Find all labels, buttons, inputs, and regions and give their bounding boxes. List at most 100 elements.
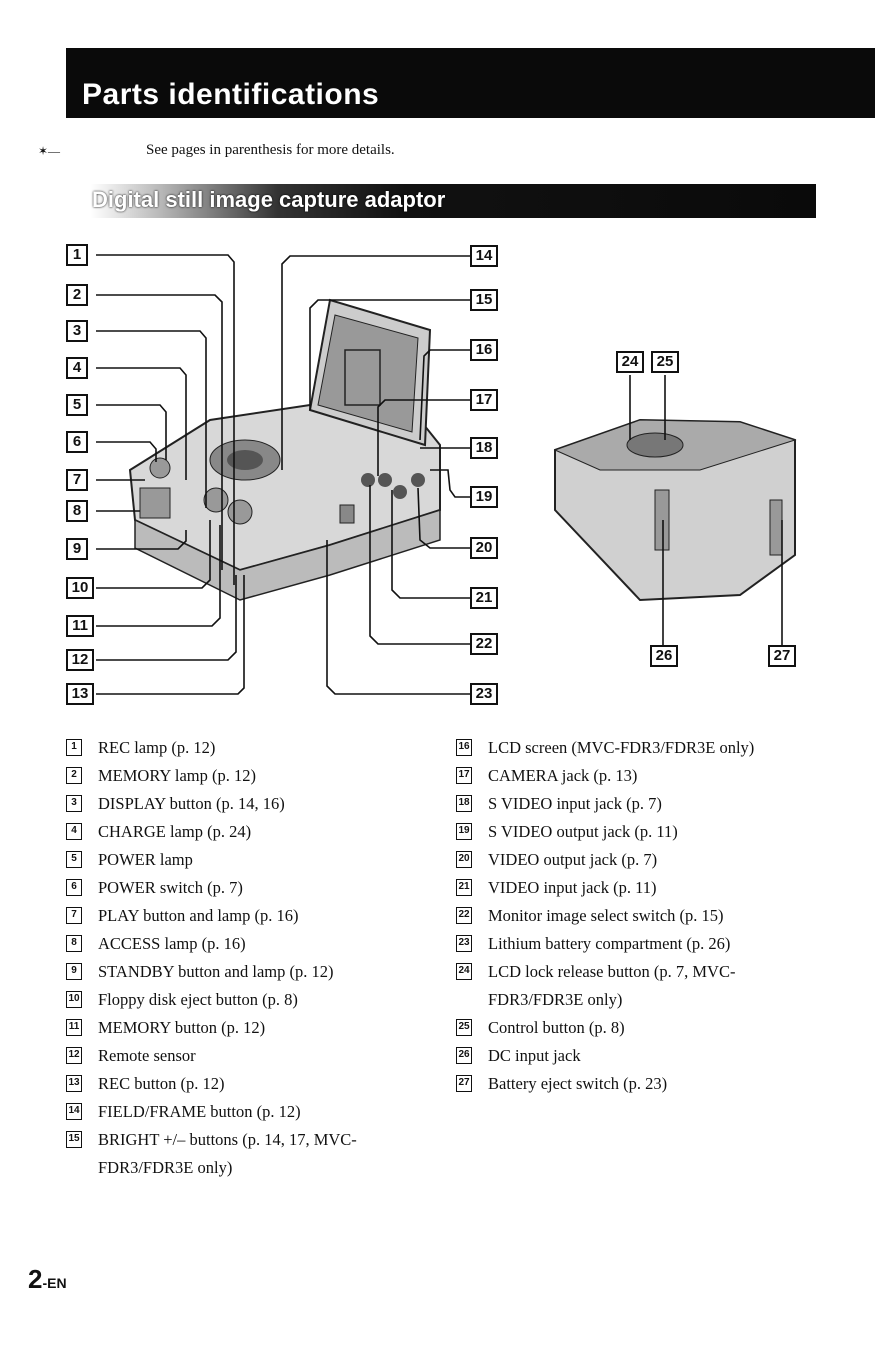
header-bar: Parts identifications	[66, 48, 875, 118]
item-text: STANDBY button and lamp (p. 12)	[98, 962, 334, 981]
item-text: POWER switch (p. 7)	[98, 878, 243, 897]
item-number: 9	[66, 963, 82, 980]
item-text: DC input jack	[488, 1046, 581, 1065]
list-item: 18 S VIDEO input jack (p. 7)	[456, 790, 816, 818]
callout-27: 27	[768, 645, 796, 667]
item-number: 25	[456, 1019, 472, 1036]
item-number: 20	[456, 851, 472, 868]
callout-20: 20	[470, 537, 498, 559]
item-number: 6	[66, 879, 82, 896]
list-item: 20 VIDEO output jack (p. 7)	[456, 846, 816, 874]
item-number: 23	[456, 935, 472, 952]
item-number: 21	[456, 879, 472, 896]
item-number: 18	[456, 795, 472, 812]
list-item: 22 Monitor image select switch (p. 15)	[456, 902, 816, 930]
list-item: 12 Remote sensor	[66, 1042, 426, 1070]
item-text: LCD lock release button (p. 7, MVC-FDR3/…	[488, 962, 736, 1009]
item-number: 14	[66, 1103, 82, 1120]
intro-text: See pages in parenthesis for more detail…	[146, 142, 395, 158]
page-number-value: 2	[28, 1264, 43, 1294]
callout-2: 2	[66, 284, 88, 306]
adaptor-front-illustration	[128, 298, 441, 601]
section-bar: Digital still image capture adaptor	[68, 184, 816, 218]
list-item: 15 BRIGHT +/– buttons (p. 14, 17, MVC-FDR…	[66, 1126, 428, 1182]
callout-4: 4	[66, 357, 88, 379]
item-text: CAMERA jack (p. 13)	[488, 766, 638, 785]
callout-17: 17	[470, 389, 498, 411]
callout-16: 16	[470, 339, 498, 361]
callout-24: 24	[616, 351, 644, 373]
callout-18: 18	[470, 437, 498, 459]
item-number: 2	[66, 767, 82, 784]
list-item: 19 S VIDEO output jack (p. 11)	[456, 818, 816, 846]
item-text: S VIDEO input jack (p. 7)	[488, 794, 662, 813]
list-item: 14 FIELD/FRAME button (p. 12)	[66, 1098, 426, 1126]
callout-26: 26	[650, 645, 678, 667]
item-number: 5	[66, 851, 82, 868]
section-title: Digital still image capture adaptor	[92, 187, 446, 212]
callout-1: 1	[66, 244, 88, 266]
item-number: 22	[456, 907, 472, 924]
item-number: 19	[456, 823, 472, 840]
callout-8: 8	[66, 500, 88, 522]
item-text: REC lamp (p. 12)	[98, 738, 216, 757]
adaptor-rear-illustration	[553, 418, 797, 602]
callout-23: 23	[470, 683, 498, 705]
item-text: PLAY button and lamp (p. 16)	[98, 906, 299, 925]
callout-7: 7	[66, 469, 88, 491]
item-text: LCD screen (MVC-FDR3/FDR3E only)	[488, 738, 755, 757]
item-number: 15	[66, 1131, 82, 1148]
item-number: 10	[66, 991, 82, 1008]
item-text: MEMORY button (p. 12)	[98, 1018, 266, 1037]
item-number: 16	[456, 739, 472, 756]
list-item: 26 DC input jack	[456, 1042, 816, 1070]
item-number: 24	[456, 963, 472, 980]
item-text: Remote sensor	[98, 1046, 196, 1065]
list-item: 1 REC lamp (p. 12)	[66, 734, 426, 762]
item-text: Floppy disk eject button (p. 8)	[98, 990, 298, 1009]
item-text: MEMORY lamp (p. 12)	[98, 766, 256, 785]
item-text: BRIGHT +/– buttons (p. 14, 17, MVC-FDR3/…	[98, 1130, 357, 1177]
list-item: 8 ACCESS lamp (p. 16)	[66, 930, 426, 958]
parts-list-left: 1 REC lamp (p. 12) 2 MEMORY lamp (p. 12) 3…	[66, 734, 426, 1182]
item-number: 12	[66, 1047, 82, 1064]
page-title: Parts identifications	[82, 78, 380, 111]
callout-5: 5	[66, 394, 88, 416]
item-text: S VIDEO output jack (p. 11)	[488, 822, 678, 841]
callout-15: 15	[470, 289, 498, 311]
callout-9: 9	[66, 538, 88, 560]
device-diagram	[96, 254, 797, 695]
item-number: 3	[66, 795, 82, 812]
parts-list-right: 16 LCD screen (MVC-FDR3/FDR3E only) 17 CAM…	[456, 734, 816, 1098]
list-item: 6 POWER switch (p. 7)	[66, 874, 426, 902]
page-number-suffix: -EN	[42, 1275, 67, 1291]
callout-22: 22	[470, 633, 498, 655]
item-text: VIDEO output jack (p. 7)	[488, 850, 658, 869]
item-number: 1	[66, 739, 82, 756]
item-number: 8	[66, 935, 82, 952]
leader-lines	[96, 254, 783, 695]
page-number: 2-EN	[28, 1264, 67, 1295]
callout-21: 21	[470, 587, 498, 609]
list-item: 2 MEMORY lamp (p. 12)	[66, 762, 426, 790]
callout-19: 19	[470, 486, 498, 508]
item-number: 26	[456, 1047, 472, 1064]
callout-25: 25	[651, 351, 679, 373]
callout-14: 14	[470, 245, 498, 267]
item-text: Monitor image select switch (p. 15)	[488, 906, 724, 925]
item-text: ACCESS lamp (p. 16)	[98, 934, 246, 953]
item-number: 17	[456, 767, 472, 784]
item-text: Battery eject switch (p. 23)	[488, 1074, 668, 1093]
item-text: FIELD/FRAME button (p. 12)	[98, 1102, 301, 1121]
item-number: 4	[66, 823, 82, 840]
list-item: 24 LCD lock release button (p. 7, MVC-FDR…	[456, 958, 818, 1014]
list-item: 17 CAMERA jack (p. 13)	[456, 762, 816, 790]
list-item: 10 Floppy disk eject button (p. 8)	[66, 986, 426, 1014]
item-text: REC button (p. 12)	[98, 1074, 225, 1093]
